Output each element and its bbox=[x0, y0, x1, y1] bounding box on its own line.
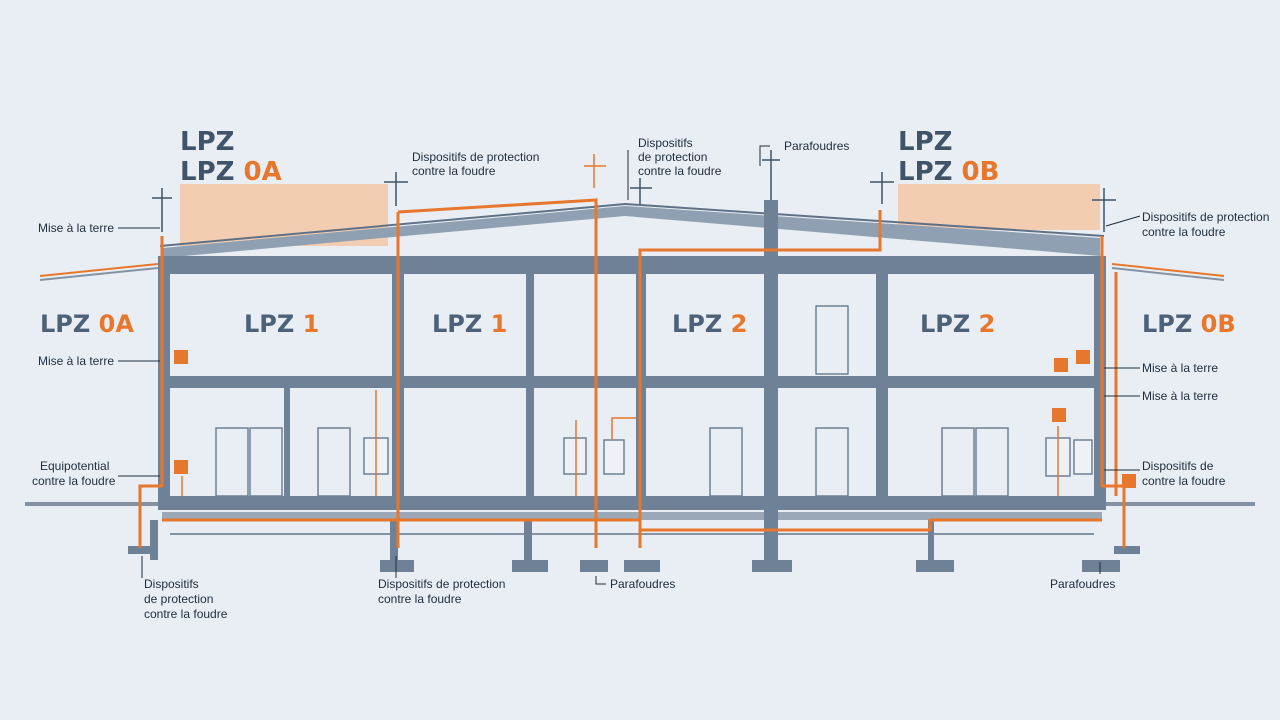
label-top-center-right-1: Dispositifs bbox=[638, 136, 693, 150]
label-right-mise-1: Mise à la terre bbox=[1142, 361, 1218, 375]
surge-protector-icon bbox=[174, 350, 1136, 488]
left-canopy bbox=[39, 263, 159, 277]
roof bbox=[162, 206, 1100, 258]
electrical-panels bbox=[363, 437, 1093, 477]
air-terminal-orange bbox=[584, 154, 606, 188]
top-slab bbox=[162, 256, 1102, 274]
label-bottom-left-2: de protection bbox=[144, 592, 213, 606]
label-bottom-left-1: Dispositifs bbox=[144, 577, 199, 591]
label-left-mise-2: Mise à la terre bbox=[38, 354, 114, 368]
label-top-parafoudres: Parafoudres bbox=[784, 139, 849, 153]
roof-edge bbox=[159, 203, 626, 247]
label-top-center-left-1: Dispositifs de protection bbox=[412, 150, 539, 164]
header-left-line2: LPZ 0A bbox=[180, 157, 282, 187]
label-bottom-center-1: Dispositifs de protection bbox=[378, 577, 505, 591]
label-left-equipotential-1: Equipotential bbox=[40, 459, 109, 473]
label-right-top-2: contre la foudre bbox=[1142, 225, 1226, 239]
header-left-line1: LPZ bbox=[180, 127, 234, 157]
air-terminal-icon bbox=[152, 150, 1116, 232]
zone-0b-highlight bbox=[898, 184, 1100, 230]
doors bbox=[215, 305, 1009, 497]
left-canopy-gray bbox=[39, 267, 159, 281]
leader-lines bbox=[118, 145, 1141, 585]
label-right-top-1: Dispositifs de protection bbox=[1142, 210, 1269, 224]
lower-floor-slab bbox=[162, 496, 1102, 510]
label-bottom-left-3: contre la foudre bbox=[144, 607, 228, 621]
footings bbox=[128, 520, 1140, 572]
label-top-center-left-2: contre la foudre bbox=[412, 164, 496, 178]
label-right-mise-2: Mise à la terre bbox=[1142, 389, 1218, 403]
label-right-dispositifs-2: contre la foudre bbox=[1142, 474, 1226, 488]
header-right-line2: LPZ 0B bbox=[898, 157, 999, 187]
label-bottom-right-parafoudres: Parafoudres bbox=[1050, 577, 1115, 591]
zone-label-1b: LPZ 1 bbox=[432, 310, 507, 338]
label-right-dispositifs-1: Dispositifs de bbox=[1142, 459, 1214, 473]
zone-label-0b: LPZ 0B bbox=[1142, 310, 1236, 338]
label-left-equipotential-2: contre la foudre bbox=[32, 474, 116, 488]
label-top-center-right-3: contre la foudre bbox=[638, 164, 722, 178]
right-canopy bbox=[1111, 263, 1225, 277]
upper-floor-slab bbox=[162, 376, 1102, 388]
thin-conductors bbox=[181, 390, 1059, 496]
zone-label-0a: LPZ 0A bbox=[40, 310, 134, 338]
roof-edge-right bbox=[624, 203, 1105, 237]
foundation-beam bbox=[162, 512, 1102, 520]
zone-label-1a: LPZ 1 bbox=[244, 310, 319, 338]
header-right-line1: LPZ bbox=[898, 127, 952, 157]
label-left-mise-1: Mise à la terre bbox=[38, 221, 114, 235]
label-bottom-center-2: contre la foudre bbox=[378, 592, 462, 606]
down-conductors bbox=[138, 198, 1126, 548]
label-bottom-parafoudres: Parafoudres bbox=[610, 577, 675, 591]
label-top-center-right-2: de protection bbox=[638, 150, 707, 164]
zone-label-2b: LPZ 2 bbox=[920, 310, 995, 338]
zone-label-2a: LPZ 2 bbox=[672, 310, 747, 338]
right-canopy-gray bbox=[1111, 267, 1225, 281]
